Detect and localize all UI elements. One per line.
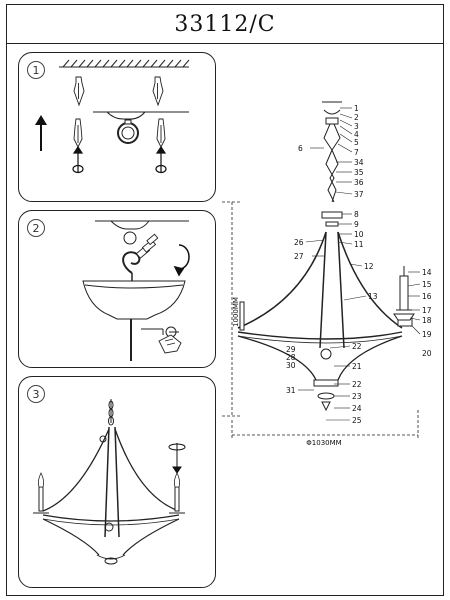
part-label-15: 15 (422, 280, 432, 289)
step-3-drawing (33, 399, 186, 565)
part-label-4: 4 (354, 130, 359, 139)
part-label-14: 14 (422, 268, 432, 277)
part-label-34: 34 (354, 158, 364, 167)
part-label-24: 24 (352, 404, 362, 413)
arrow-up-icon (35, 115, 47, 151)
hand-icon (158, 334, 182, 354)
part-label-5: 5 (354, 138, 359, 147)
title-bar: 33112/C (7, 5, 443, 44)
part-label-19: 19 (422, 330, 432, 339)
part-label-27: 27 (294, 252, 304, 261)
part-label-37: 37 (354, 190, 364, 199)
step-1-panel: 1 (18, 52, 216, 202)
part-label-18: 18 (422, 316, 432, 325)
instruction-sheet: 33112/C (6, 4, 444, 596)
part-label-11: 11 (354, 240, 364, 249)
part-label-2: 2 (354, 113, 359, 122)
part-label-3: 3 (354, 122, 359, 131)
part-label-31: 31 (286, 386, 296, 395)
part-label-17: 17 (422, 306, 432, 315)
part-label-21: 21 (352, 362, 362, 371)
part-label-12: 12 (364, 262, 374, 271)
part-label-16: 16 (422, 292, 432, 301)
ceiling-bracket (93, 111, 189, 144)
wall-anchor-icon (73, 76, 164, 107)
screw-icon (73, 118, 166, 149)
candle-bulb-icon (37, 472, 181, 488)
part-label-22: 22 (352, 342, 362, 351)
step-3-panel: 3 (18, 376, 216, 588)
part-label-7: 7 (354, 148, 359, 157)
part-label-26: 26 (294, 238, 304, 247)
part-label-35: 35 (354, 168, 364, 177)
wire-connector-icon (135, 233, 159, 259)
rotate-arrow-icon (168, 443, 186, 474)
part-label-36: 36 (354, 178, 364, 187)
screwdriver-rotate-icon (72, 145, 167, 174)
part-labels: 1 2 3 4 5 7 6 34 35 36 37 8 9 10 11 26 2… (286, 104, 432, 425)
part-label-6: 6 (298, 144, 303, 153)
step-2-panel: 2 (18, 210, 216, 368)
step-1-drawing (35, 59, 190, 174)
exploded-view-diagram: 1000MM Φ1030MM 1 (222, 101, 432, 447)
part-label-9: 9 (354, 220, 359, 229)
part-label-8: 8 (354, 210, 359, 219)
part-label-29: 29 (286, 345, 296, 354)
height-dimension: 1000MM (232, 297, 240, 327)
step-2-drawing (82, 220, 190, 361)
part-label-22b: 22 (352, 380, 362, 389)
step-1-number: 1 (27, 61, 45, 79)
part-label-10: 10 (354, 230, 364, 239)
part-label-30: 30 (286, 361, 296, 370)
ceiling-hatch (59, 59, 190, 68)
model-number: 33112/C (174, 11, 276, 37)
step-3-number: 3 (27, 385, 45, 403)
part-label-20: 20 (422, 349, 432, 358)
part-label-28: 28 (286, 353, 296, 362)
part-label-25: 25 (352, 416, 362, 425)
step-2-number: 2 (27, 219, 45, 237)
part-label-1: 1 (354, 104, 359, 113)
diameter-dimension: Φ1030MM (306, 439, 341, 447)
part-label-13: 13 (368, 292, 378, 301)
rotate-arrow-icon (173, 244, 190, 277)
part-label-23: 23 (352, 392, 362, 401)
